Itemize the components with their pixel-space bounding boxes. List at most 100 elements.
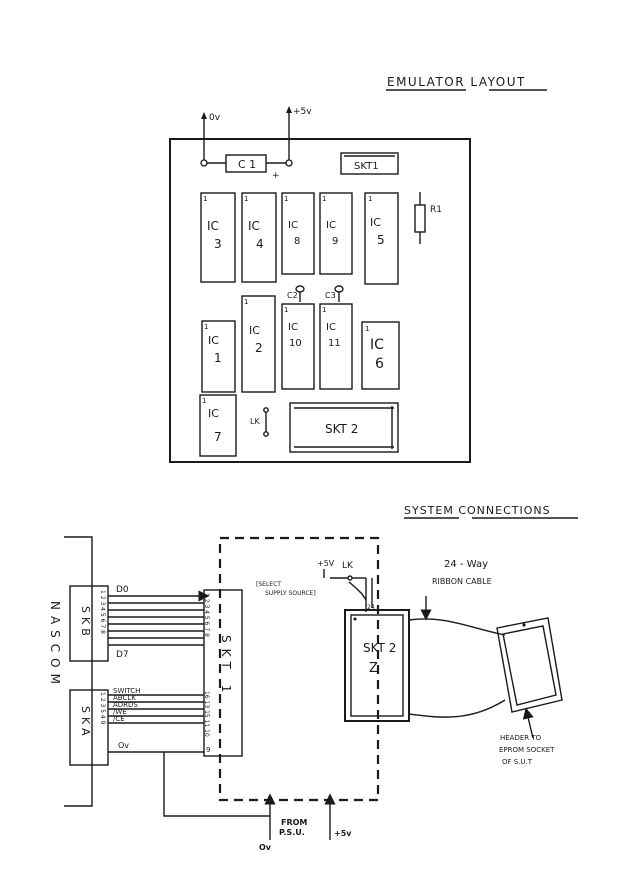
- signal-abclk-label: ABCLK: [113, 694, 136, 702]
- c1-label: C 1: [238, 158, 256, 171]
- ic10-chip: 1 IC 10: [281, 303, 315, 390]
- ic-label: IC: [326, 220, 336, 231]
- c1-plus-label: +: [272, 171, 280, 181]
- header-label-line3: OF S.U.T: [502, 758, 533, 766]
- ic6-chip: 1 IC 6: [361, 321, 400, 390]
- ov-arrow-icon: [201, 112, 207, 119]
- capacitor-c3: C3: [325, 285, 344, 302]
- ic-pin1-mark: 1: [204, 323, 208, 331]
- ic-label: IC: [370, 216, 381, 229]
- socket-skt1: [340, 152, 399, 175]
- c1-terminal: [200, 159, 208, 167]
- connector-ska: [69, 689, 109, 766]
- ic-pin1-mark: 1: [203, 195, 207, 203]
- ic9-chip: 1 IC 9: [319, 192, 353, 275]
- skb-label: SKB: [79, 606, 92, 640]
- skt2-label: SKT 2: [325, 422, 358, 436]
- link-lk-board: LK: [250, 407, 269, 437]
- ic-label: IC: [207, 219, 219, 233]
- ic-number: 6: [375, 356, 384, 372]
- ic7-chip: 1 IC 7: [199, 394, 237, 457]
- ov-line-label: Ov: [118, 741, 129, 750]
- ic-pin1-mark: 1: [284, 306, 288, 314]
- ic-label: IC: [370, 337, 384, 353]
- ic-number: 5: [377, 233, 385, 247]
- skt2-connection-label: SKT 2: [363, 641, 396, 655]
- r1-label: R1: [430, 205, 442, 215]
- ic5-chip: 1 IC 5: [364, 192, 399, 285]
- eprom-header: [496, 617, 563, 739]
- ic-label: IC: [288, 322, 298, 333]
- ic-pin1-mark: 1: [322, 306, 326, 314]
- control-lines: [108, 694, 204, 753]
- ribbon-cable-label: RIBBON CABLE: [432, 577, 492, 586]
- link-lk-connections: +5V LK 24: [317, 559, 375, 612]
- nascom-label: NASCOM: [48, 601, 62, 690]
- lk-label: LK: [250, 417, 260, 426]
- ic-pin1-mark: 1: [244, 298, 248, 306]
- ic-number: 11: [328, 338, 341, 349]
- emulator-boundary: [218, 536, 380, 802]
- ic-label: IC: [248, 219, 260, 233]
- ribbon-ways-label: 24 - Way: [444, 559, 488, 570]
- ic2-chip: 1 IC 2: [241, 295, 276, 393]
- select-note-line2: SUPPLY SOURCE]: [265, 590, 316, 597]
- psu-5v-label: +5v: [334, 829, 352, 838]
- nascom-bracket: [64, 536, 93, 807]
- signal-we-label: /WE: [113, 708, 127, 716]
- ska-pin-numbers: 1 2 3 5 4 9: [99, 692, 106, 725]
- system-connections-title: SYSTEM CONNECTIONS: [404, 504, 551, 517]
- data-bus-lines: [108, 590, 210, 646]
- ic-label: IC: [249, 324, 260, 337]
- socket-skt2-connections: SKT 2 Z: [344, 609, 410, 722]
- ribbon-cable: [408, 596, 506, 718]
- psu-ov-label: Ov: [259, 843, 272, 852]
- skb-pin-numbers: 1 2 3 4 5 6 7 8: [99, 590, 106, 634]
- from-psu-label: FROM: [281, 818, 307, 827]
- ic1-chip: 1 IC 1: [201, 320, 236, 393]
- ic-pin1-mark: 1: [322, 195, 326, 203]
- psu-label: P.S.U.: [279, 828, 305, 837]
- ic4-chip: 1 IC 4: [241, 192, 277, 283]
- plus5v-arrow-icon: [286, 106, 292, 113]
- skt2-pin24-label: 24: [367, 604, 375, 611]
- ic8-chip: 1 IC 8: [281, 192, 315, 275]
- skt1-pin9-label: 9: [206, 746, 210, 754]
- ic-number: 7: [214, 430, 222, 444]
- resistor-r1: R1: [414, 192, 442, 244]
- ic-label: IC: [288, 220, 298, 231]
- skt1-pin-numbers-bottom: 16 13 15 11 10: [203, 691, 210, 737]
- c3-label: C3: [325, 291, 336, 300]
- ic-pin1-mark: 1: [202, 397, 206, 405]
- capacitor-c2: C2: [287, 285, 305, 302]
- header-label-line2: EPROM SOCKET: [499, 746, 555, 754]
- c2-label: C2: [287, 291, 298, 300]
- select-note-line1: [SELECT: [256, 581, 281, 588]
- d0-label: D0: [116, 585, 129, 595]
- plus5v-label: +5v: [293, 107, 312, 117]
- ska-label: SKA: [79, 706, 92, 740]
- ic-number: 9: [332, 236, 338, 247]
- skt1-connection-label: SKT 1: [219, 635, 233, 698]
- header-label-line1: HEADER TO: [500, 734, 542, 742]
- skt2-number-z: Z: [369, 661, 378, 676]
- ic-pin1-mark: 1: [368, 195, 372, 203]
- lk-supply-label: +5V: [317, 559, 335, 568]
- signal-adrds-label: ADRDS: [113, 701, 138, 709]
- ic11-chip: 1 IC 11: [319, 303, 353, 390]
- socket-skt2-board: SKT 2: [289, 402, 399, 453]
- ic-pin1-mark: 1: [244, 195, 248, 203]
- signal-switch-label: SWITCH: [113, 687, 140, 695]
- skt1-label: SKT1: [354, 161, 379, 172]
- ic-pin1-mark: 1: [284, 195, 288, 203]
- ic-number: 3: [214, 237, 222, 251]
- signal-ce-label: /CE: [113, 715, 125, 723]
- ic-number: 1: [214, 351, 222, 365]
- ic-number: 10: [289, 338, 302, 349]
- ov-label: 0v: [209, 113, 221, 123]
- ic-label: IC: [208, 407, 219, 420]
- ic-number: 4: [256, 237, 264, 251]
- ic-label: IC: [326, 322, 336, 333]
- d7-label: D7: [116, 650, 129, 660]
